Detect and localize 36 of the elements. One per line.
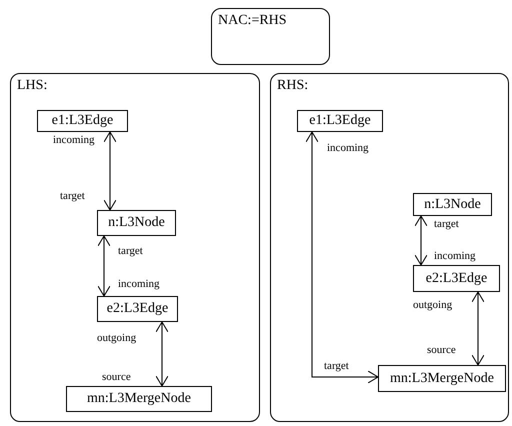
association-arrow xyxy=(306,132,378,384)
association-arrow xyxy=(472,292,484,366)
object-box xyxy=(97,210,176,236)
role-label: target xyxy=(118,246,143,257)
role-label: outgoing xyxy=(97,333,136,344)
object-name: e1:L3Edge xyxy=(309,113,371,129)
object-box xyxy=(378,365,506,392)
object-box xyxy=(413,193,492,216)
object-box xyxy=(413,265,500,292)
association-arrow xyxy=(414,216,428,266)
object-name: n:L3Node xyxy=(108,215,165,231)
rule-panel xyxy=(10,73,260,422)
association-arrow xyxy=(156,322,168,386)
object-box xyxy=(66,386,212,412)
role-label: incoming xyxy=(327,143,369,154)
object-name: n:L3Node xyxy=(424,196,481,212)
role-label: source xyxy=(102,372,131,383)
object-name: e2:L3Edge xyxy=(426,270,488,286)
rule-panel xyxy=(270,73,509,422)
role-label: target xyxy=(60,191,85,202)
object-box xyxy=(97,296,178,322)
object-box xyxy=(297,110,383,132)
association-arrow xyxy=(104,132,116,210)
object-name: mn:L3MergeNode xyxy=(87,391,191,407)
association-arrow xyxy=(98,236,110,296)
role-label: target xyxy=(434,219,459,230)
object-box xyxy=(37,110,128,132)
condition-box xyxy=(211,8,330,65)
object-name: mn:L3MergeNode xyxy=(390,370,494,386)
condition-text: NAC:=RHS xyxy=(218,13,287,29)
object-name: e2:L3Edge xyxy=(106,301,168,317)
role-label: source xyxy=(427,345,456,356)
panel-title: LHS: xyxy=(17,78,48,94)
role-label: target xyxy=(324,361,349,372)
object-name: e1:L3Edge xyxy=(52,113,114,129)
panel-title: RHS: xyxy=(277,78,308,94)
